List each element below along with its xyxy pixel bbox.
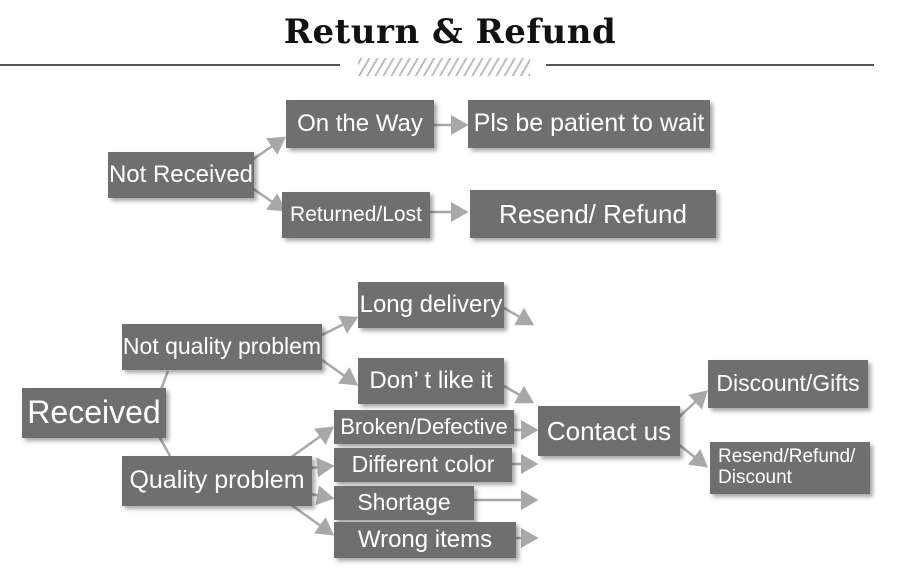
node-resend-refund: Resend/ Refund (470, 190, 716, 238)
arrow-quality-to-broken (289, 426, 335, 460)
arrow-quality-to-different-color (309, 457, 335, 478)
node-not-received: Not Received (108, 152, 254, 198)
node-resend-refund-discount: Resend/Refund/ Discount (710, 442, 870, 494)
arrow-quality-to-wrong-items (289, 502, 335, 536)
node-received: Received (22, 388, 166, 438)
connector-received-to-quality (158, 437, 172, 457)
arrow-contact-to-resend-refund (677, 443, 708, 468)
node-not-quality-problem: Not quality problem (122, 324, 322, 370)
node-pls-be-patient: Pls be patient to wait (468, 100, 710, 148)
arrow-contact-to-discount (677, 390, 708, 419)
node-discount-gifts: Discount/Gifts (708, 360, 868, 408)
arrow-not-received-to-on-the-way (251, 136, 287, 162)
node-contact-us: Contact us (538, 406, 680, 456)
title-rule-right (546, 64, 874, 66)
node-broken-defective: Broken/Defective (334, 410, 514, 444)
arrow-dont-like-to-contact (503, 384, 535, 404)
arrow-not-quality-to-long-delivery (321, 315, 359, 337)
node-different-color: Different color (334, 448, 512, 482)
node-quality-problem: Quality problem (122, 456, 312, 506)
node-dont-like-it: Don’ t like it (358, 358, 504, 404)
node-long-delivery: Long delivery (358, 282, 504, 328)
title-rule-left (0, 64, 340, 66)
title-hatch-decoration (358, 58, 530, 76)
node-returned-lost: Returned/Lost (282, 192, 430, 238)
page-title: Return & Refund (283, 12, 617, 52)
arrow-quality-to-shortage (309, 485, 335, 506)
node-wrong-items: Wrong items (334, 522, 516, 558)
node-on-the-way: On the Way (286, 100, 434, 148)
node-shortage: Shortage (334, 486, 474, 520)
arrow-long-delivery-out (503, 306, 535, 326)
arrow-not-received-to-returned-lost (251, 186, 287, 212)
arrow-not-quality-to-dont-like (321, 358, 359, 386)
